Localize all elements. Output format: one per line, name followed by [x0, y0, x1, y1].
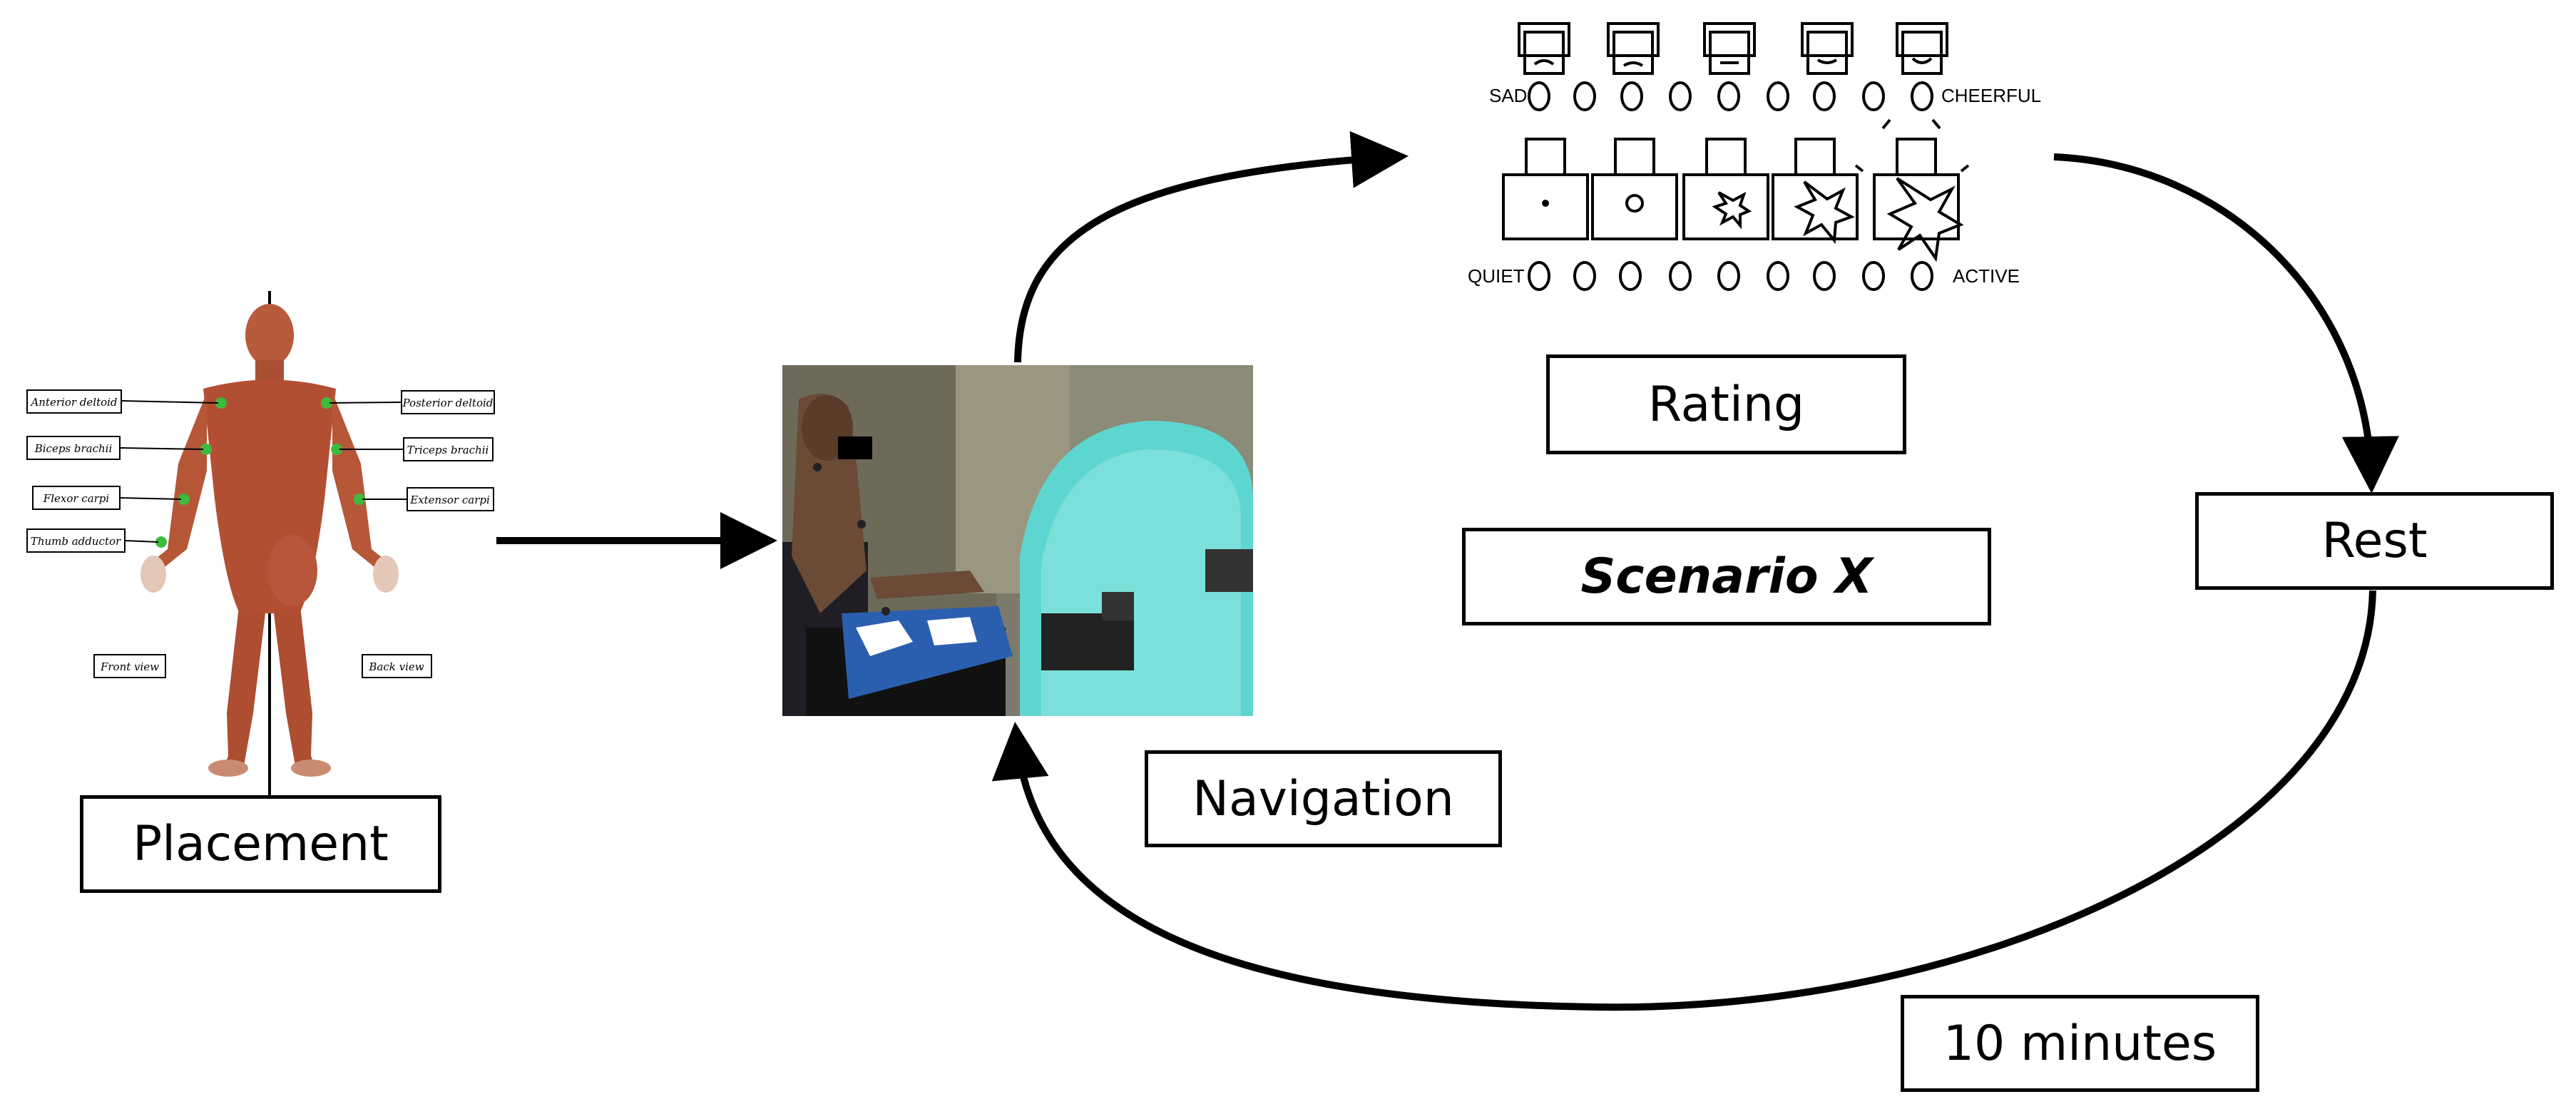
sam-label-active: ACTIVE: [1953, 265, 2020, 287]
placement-box: Placement: [80, 795, 441, 893]
arrow-rest-to-photo: [991, 590, 2376, 1011]
rest-box: Rest: [2195, 492, 2554, 590]
muscle-label-anterior-deltoid: Anterior deltoid: [29, 396, 117, 409]
front-view-label: Front view: [100, 660, 159, 673]
photo: [782, 365, 1253, 716]
muscle-label-flexor-carpi: Flexor carpi: [43, 492, 110, 505]
scenario-box: Scenario X: [1462, 528, 1991, 625]
muscle-label-biceps-brachii: Biceps brachii: [34, 442, 113, 455]
arrow-photo-to-rating: [1014, 131, 1409, 363]
back-view-label: Back view: [368, 660, 424, 673]
duration-box: 10 minutes: [1901, 995, 2259, 1092]
flow-arrows: [496, 131, 2399, 1011]
sam-scale: SAD CHEERFUL: [1468, 22, 2041, 291]
muscle-label-posterior-deltoid: Posterior deltoid: [402, 397, 494, 409]
sam-label-sad: SAD: [1489, 85, 1527, 106]
navigation-box: Navigation: [1145, 750, 1502, 847]
sam-label-cheerful: CHEERFUL: [1941, 85, 2041, 106]
arrow-rating-to-rest: [2053, 153, 2399, 494]
sam-label-quiet: QUIET: [1468, 265, 1525, 287]
body-figure: Anterior deltoid Biceps brachii Flexor c…: [26, 291, 495, 797]
muscle-label-extensor-carpi: Extensor carpi: [409, 494, 490, 506]
rating-box: Rating: [1546, 354, 1906, 454]
muscle-label-triceps-brachii: Triceps brachii: [407, 444, 489, 456]
muscle-label-thumb-adductor: Thumb adductor: [31, 535, 121, 548]
